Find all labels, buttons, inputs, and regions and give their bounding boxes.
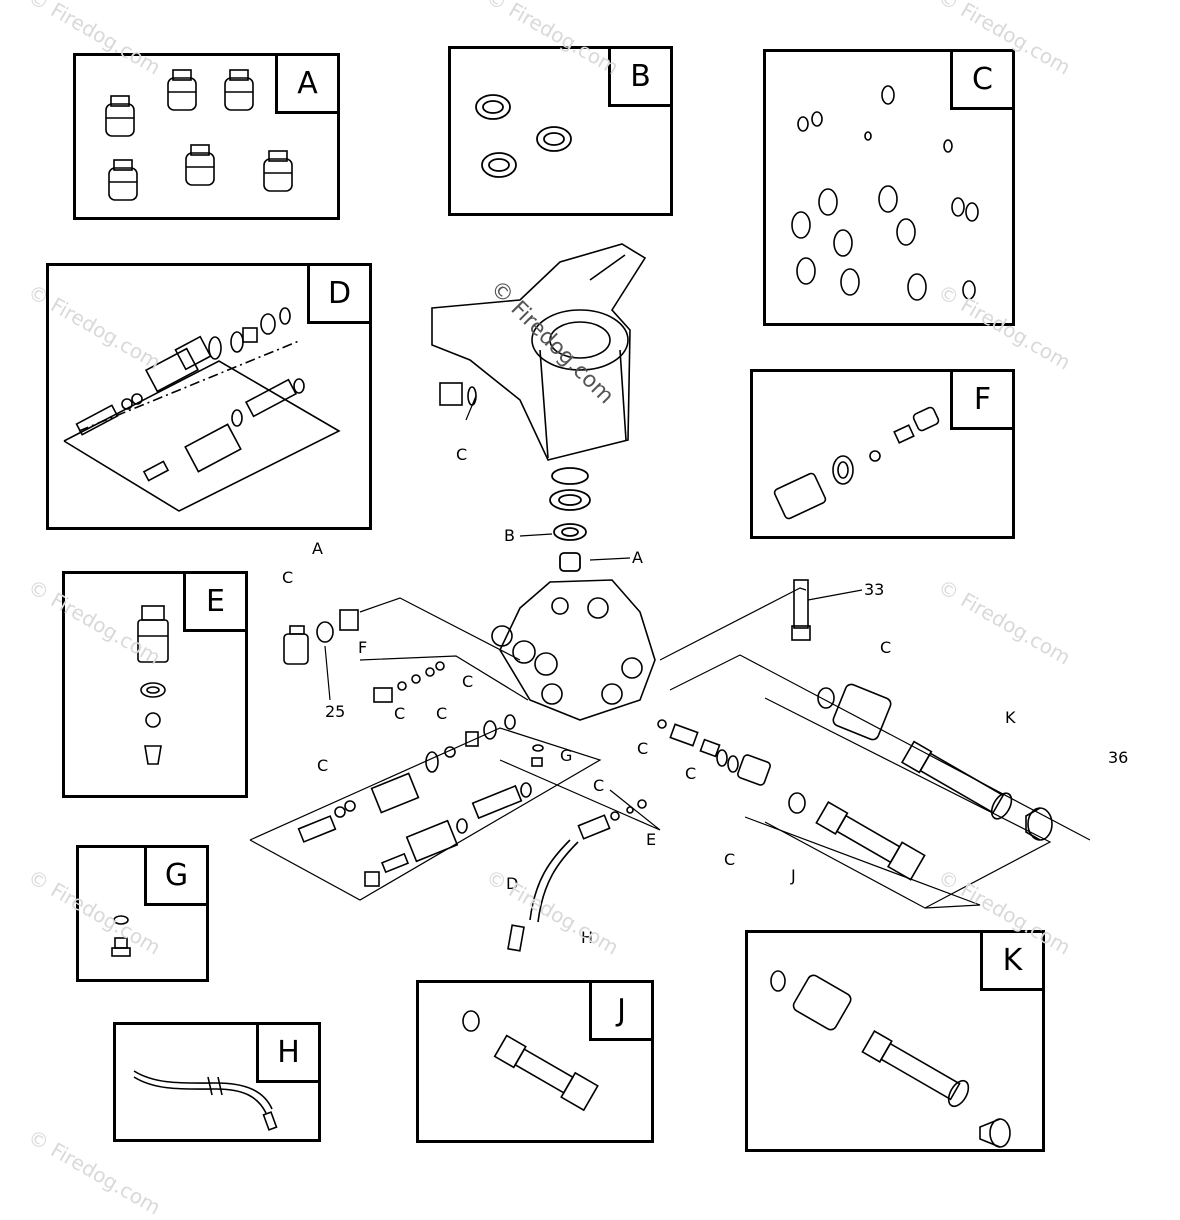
center-valve-parts	[657, 719, 771, 786]
inset-e-check-valve	[137, 605, 169, 765]
inset-a-valve-caps	[105, 69, 293, 201]
callout-c-d3: C	[317, 756, 329, 775]
callout-housing-c: C	[456, 445, 468, 464]
inset-f-letter: F	[950, 372, 1012, 430]
callout-c-f: C	[436, 704, 448, 723]
inset-g-letter: G	[144, 848, 206, 906]
callout-36: 36	[1108, 748, 1129, 767]
inset-d: D	[46, 263, 372, 530]
callout-b: B	[504, 526, 515, 545]
assembly-d-parts	[297, 714, 532, 887]
callout-25: 25	[325, 702, 346, 721]
assembly-f-parts	[373, 661, 445, 703]
leader-lines	[249, 395, 1091, 909]
inset-k: K	[745, 930, 1045, 1152]
assembly-e-parts	[577, 799, 647, 840]
inset-c: C	[763, 49, 1015, 326]
housing-plug	[439, 382, 477, 406]
inset-f: F	[750, 369, 1015, 539]
inset-b-letter: B	[608, 49, 670, 107]
callout-g: G	[560, 746, 573, 765]
callout-c-mid2: C	[685, 764, 697, 783]
callout-a-left: A	[312, 539, 323, 558]
inset-k-letter: K	[980, 933, 1042, 991]
callout-c-left: C	[282, 568, 294, 587]
inset-g: G	[76, 845, 209, 982]
callout-33: 33	[864, 580, 885, 599]
callout-c-d1: C	[394, 704, 406, 723]
inset-g-parts	[111, 915, 131, 957]
callout-c-k: C	[880, 638, 892, 657]
bolt-33	[791, 579, 811, 641]
inset-k-filter	[770, 970, 1011, 1148]
callout-f: F	[358, 638, 368, 657]
inset-j: J	[416, 980, 654, 1143]
callout-d: D	[506, 874, 519, 893]
callout-h: H	[581, 928, 594, 947]
inset-e-letter: E	[183, 574, 245, 632]
inset-b: B	[448, 46, 673, 216]
callout-c-j: C	[724, 850, 736, 869]
filter-k	[817, 683, 1053, 841]
inset-h: H	[113, 1022, 321, 1142]
seal-stack	[549, 467, 591, 572]
callout-c-d2: C	[462, 672, 474, 691]
inset-j-letter: J	[589, 983, 651, 1041]
assembly-g-parts	[531, 744, 544, 767]
callout-a-main: A	[632, 548, 643, 567]
inset-f-check-valve	[773, 406, 940, 520]
callout-c-mid: C	[637, 739, 649, 758]
callout-e: E	[646, 830, 657, 849]
inset-h-hose	[133, 1070, 278, 1131]
hose-h	[507, 839, 579, 952]
inset-c-letter: C	[950, 52, 1012, 110]
inset-e: E	[62, 571, 248, 798]
inset-h-letter: H	[256, 1025, 318, 1083]
pump-housing	[431, 243, 647, 461]
callout-j: J	[791, 866, 796, 885]
inset-a: A	[73, 53, 340, 220]
valve-a-left	[316, 609, 359, 643]
plug-25	[283, 625, 309, 665]
filter-j	[788, 792, 926, 881]
inset-d-letter: D	[307, 266, 369, 324]
callout-c-e: C	[593, 776, 605, 795]
manifold	[491, 579, 656, 721]
inset-d-unloader-parts	[63, 307, 341, 512]
inset-a-letter: A	[275, 56, 337, 114]
inset-j-filter	[462, 1010, 599, 1112]
inset-c-o-rings	[791, 85, 979, 301]
callout-k: K	[1005, 708, 1016, 727]
inset-b-seals	[475, 94, 572, 178]
